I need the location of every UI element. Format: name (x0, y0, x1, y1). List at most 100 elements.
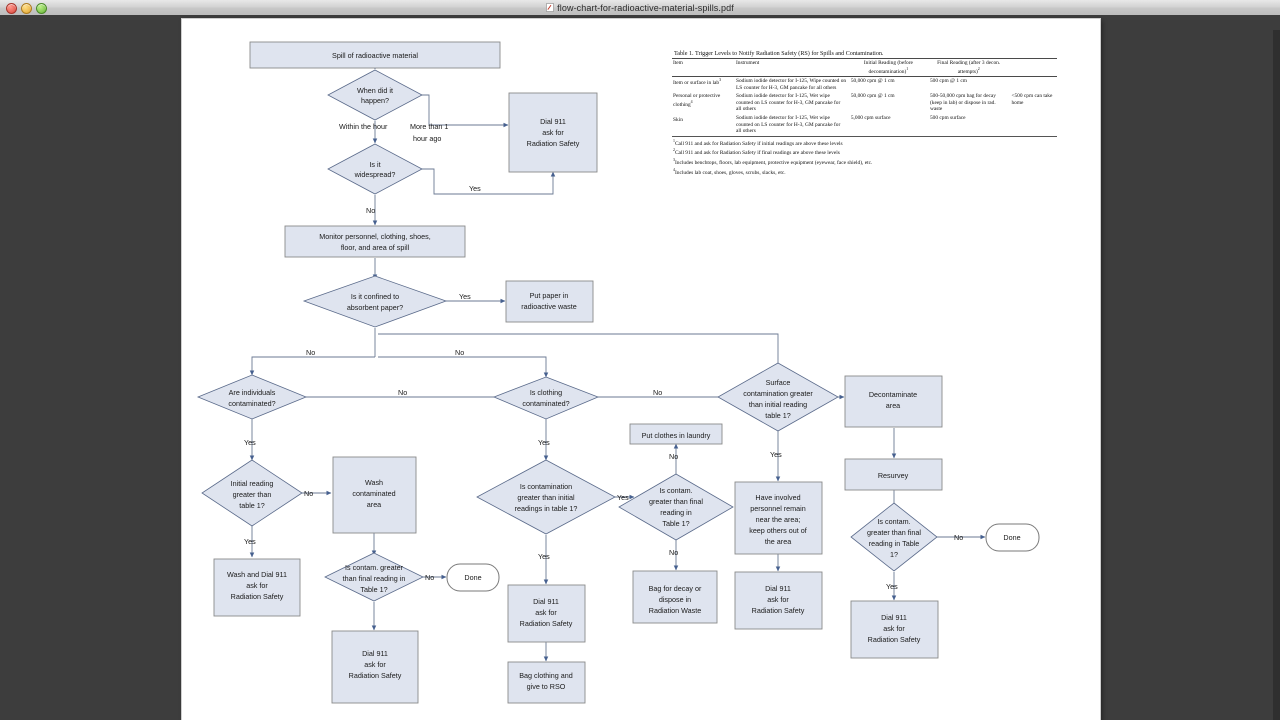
node-label: absorbent paper? (347, 303, 403, 312)
cell-initial: 50,000 cpm @ 1 cm (850, 77, 895, 84)
node-label: Spill of radioactive material (332, 51, 418, 60)
node-wash-contaminated-area[interactable]: Wash contaminated area (332, 456, 417, 534)
node-label: radioactive waste (521, 302, 577, 311)
node-is-it-widespread[interactable]: Is it widespread? (327, 143, 423, 195)
pdf-file-icon (546, 3, 555, 12)
node-label: Is it (369, 160, 380, 169)
node-bag-for-decay-or-dispose[interactable]: Bag for decay or dispose in Radiation Wa… (632, 570, 718, 624)
node-label: ask for (364, 660, 386, 669)
node-when-did-it-happen[interactable]: When did it happen? (327, 69, 423, 121)
footnote: 2Call 911 and ask for Radiation Safety i… (673, 148, 840, 157)
node-label: Have involved (755, 493, 800, 502)
cell-final: 500 cpm surface (929, 114, 966, 121)
cell-final: 500 cpm @ 1 cm (929, 77, 967, 84)
edge-no-to-clothing (378, 356, 549, 378)
cell-final: 500-50,000 cpm bag for decay (keep in la… (929, 93, 996, 113)
flow-edge-labels: Within the hour More than 1 hour ago Yes… (244, 122, 963, 591)
node-label: contaminated (352, 489, 395, 498)
col-header-item: Item (673, 60, 683, 66)
node-label: 1? (890, 550, 898, 559)
node-are-individuals-contaminated[interactable]: Are individuals contaminated? (196, 374, 308, 420)
node-monitor-personnel[interactable]: Monitor personnel, clothing, shoes, floo… (284, 225, 466, 258)
edge-no-to-individuals (249, 356, 375, 376)
pdf-viewer[interactable]: Table 1. Trigger Levels to Notify Radiat… (0, 15, 1280, 720)
node-dial-911-radiation-safety-top[interactable]: Dial 911 ask for Radiation Safety (508, 92, 598, 173)
node-put-clothes-in-laundry[interactable]: Put clothes in laundry (629, 423, 723, 445)
node-label: happen? (361, 96, 389, 105)
window-controls[interactable] (6, 3, 47, 14)
edge-label: Yes (538, 438, 550, 447)
edge-label: Yes (459, 292, 471, 301)
node-label: Wash and Dial 911 (227, 570, 287, 579)
window-titlebar: flow-chart-for-radioactive-material-spil… (0, 0, 1280, 16)
table-body: Item or surface in lab3 Sodium iodide de… (672, 76, 1057, 137)
table-footnotes: 1Call 911 and ask for Radiation Safety i… (672, 139, 1057, 178)
edge-label: No (306, 348, 315, 357)
node-initial-reading-greater-than-table-1[interactable]: Initial reading greater than table 1? (201, 459, 303, 527)
edge-label: No (954, 533, 963, 542)
node-label: the area (765, 537, 791, 546)
edge-label: Yes (244, 537, 256, 546)
node-bag-clothing-give-to-rso[interactable]: Bag clothing and give to RSO (507, 661, 586, 704)
col-header-final-reading: Final Reading (after 3 decon. attempts)2 (937, 60, 1001, 75)
edge-label: No (669, 452, 678, 461)
node-is-contam-greater-than-final-reading-left[interactable]: Is contam. greater than final reading in… (324, 552, 424, 602)
cell-item: Skin (673, 116, 683, 123)
node-label: Radiation Safety (231, 592, 284, 601)
col-header-instrument: Instrument (735, 60, 760, 66)
node-label: Radiation Safety (527, 139, 580, 148)
node-dial-911-right[interactable]: Dial 911 ask for Radiation Safety (850, 600, 939, 659)
node-surface-contamination-greater-than-initial[interactable]: Surface contamination greater than initi… (717, 362, 839, 432)
node-label: Is contam. greater (345, 563, 404, 572)
node-label: Resurvey (878, 471, 909, 480)
node-is-it-confined-to-absorbent-paper[interactable]: Is it confined to absorbent paper? (302, 275, 448, 328)
minimize-button[interactable] (21, 3, 32, 14)
node-label: ask for (542, 128, 564, 137)
node-is-contam-greater-than-final-reading-right[interactable]: Is contam. greater than final reading in… (850, 502, 938, 572)
edge-label: Yes (617, 493, 629, 502)
edge-label: Yes (469, 184, 481, 193)
node-decontaminate-area[interactable]: Decontaminate area (844, 375, 943, 428)
node-label: keep others out of (749, 526, 807, 535)
edge-label: No (455, 348, 464, 357)
node-label: Radiation Safety (520, 619, 573, 628)
node-label: table 1? (239, 501, 265, 510)
node-resurvey[interactable]: Resurvey (844, 458, 943, 491)
close-button[interactable] (6, 3, 17, 14)
node-label: greater than final (649, 497, 703, 506)
node-label: When did it (357, 86, 393, 95)
node-put-paper-in-radioactive-waste[interactable]: Put paper in radioactive waste (505, 280, 594, 323)
edge-label: No (669, 548, 678, 557)
node-spill-of-radioactive-material[interactable]: Spill of radioactive material (249, 41, 501, 69)
pdf-page: Table 1. Trigger Levels to Notify Radiat… (182, 19, 1100, 720)
cell-instrument: Sodium iodide detector for I-125, Wet wi… (735, 93, 841, 113)
trigger-levels-table: Table 1. Trigger Levels to Notify Radiat… (672, 51, 1057, 177)
node-have-involved-personnel-remain[interactable]: Have involved personnel remain near the … (734, 481, 823, 555)
footnote: 3Includes benchtops, floors, lab equipme… (673, 157, 873, 166)
node-label: Dial 911 (881, 613, 907, 622)
node-done-left[interactable]: Done (446, 563, 500, 592)
node-label: Is it confined to (351, 292, 399, 301)
vertical-scrollbar[interactable] (1273, 30, 1280, 720)
node-label: Radiation Safety (868, 635, 921, 644)
node-label: widespread? (354, 170, 396, 179)
node-is-contam-greater-than-final-reading-center[interactable]: Is contam. greater than final reading in… (618, 473, 734, 541)
node-wash-and-dial-911[interactable]: Wash and Dial 911 ask for Radiation Safe… (213, 558, 301, 617)
edge-widespread-yes (404, 168, 556, 195)
footnote: 1Call 911 and ask for Radiation Safety i… (673, 138, 843, 147)
node-dial-911-center[interactable]: Dial 911 ask for Radiation Safety (507, 584, 586, 643)
node-label: Dial 911 (362, 649, 388, 658)
cell-item: Personal or protective clothing4 (673, 93, 721, 108)
node-dial-911-surface[interactable]: Dial 911 ask for Radiation Safety (734, 571, 823, 630)
node-label: Put clothes in laundry (642, 431, 711, 440)
node-label: Is contamination (520, 482, 572, 491)
node-label: Decontaminate (869, 390, 917, 399)
node-label: Surface (766, 378, 791, 387)
node-done-right[interactable]: Done (985, 523, 1040, 552)
node-is-contamination-greater-than-initial-readings[interactable]: Is contamination greater than initial re… (476, 459, 616, 535)
node-is-clothing-contaminated[interactable]: Is clothing contaminated? (492, 376, 600, 420)
node-dial-911-left[interactable]: Dial 911 ask for Radiation Safety (331, 630, 419, 704)
node-label: table 1? (765, 411, 791, 420)
maximize-button[interactable] (36, 3, 47, 14)
